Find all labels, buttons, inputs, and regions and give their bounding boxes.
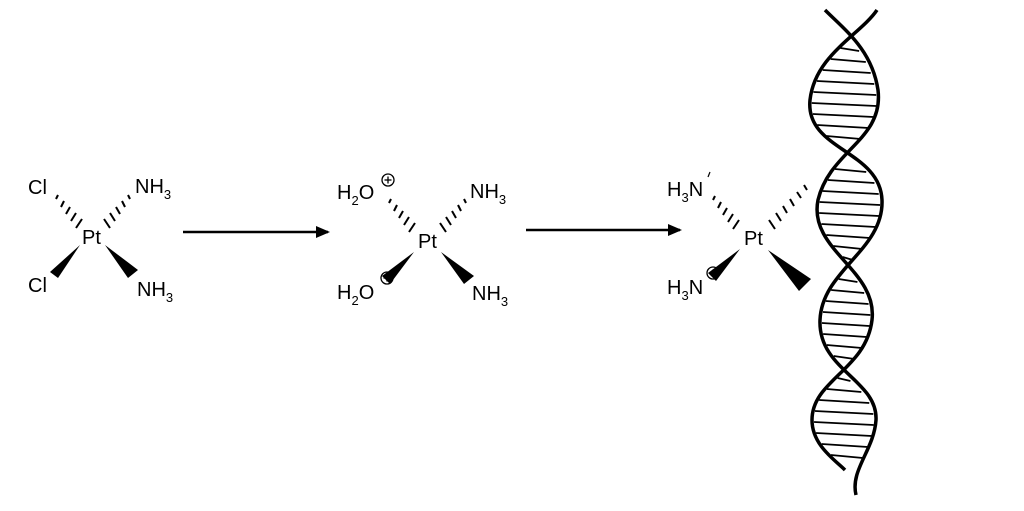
wedge-bond-lower-left-2 [382, 252, 414, 284]
base-pair-rung [811, 102, 877, 107]
base-pair-rung [825, 300, 869, 305]
base-pair-rung [814, 421, 874, 426]
hashed-bond-upper-left [55, 194, 83, 229]
base-pair-rung [831, 289, 865, 294]
base-pair-rung [826, 344, 863, 349]
aqua-ligand-upper: H2O [337, 182, 374, 208]
base-pair-rung [819, 212, 880, 217]
base-pair-rung [814, 410, 874, 415]
base-pair-rung [830, 454, 864, 459]
base-pair-rung [822, 190, 879, 195]
aquated-platinum-molecule: Pt H2O H2O NH3 [337, 173, 508, 309]
base-pair-rung [834, 168, 867, 173]
ammine-ligand-lower: NH3 [137, 279, 173, 305]
base-pair-rung [830, 58, 866, 63]
chloride-ligand-lower: Cl [28, 275, 47, 297]
platinum-center: Pt [82, 227, 101, 249]
dna-strand-b [808, 8, 884, 496]
base-pair-rung [816, 80, 875, 85]
ammine-ligand-lower-2: NH3 [472, 283, 508, 309]
base-pair-rung [837, 377, 851, 382]
base-pair-rung [838, 278, 858, 283]
base-pair-rung [823, 333, 867, 338]
ammine-ligand-upper-2: NH3 [470, 181, 506, 207]
base-pair-rung [819, 201, 881, 206]
base-pair-rung [827, 179, 875, 184]
base-pair-rung [833, 355, 855, 360]
base-pair-rung [822, 69, 871, 74]
wedge-bond-to-dna [768, 250, 811, 291]
positive-charge-icon [706, 266, 720, 280]
wedge-bond-lower-right [105, 245, 138, 278]
hashed-bond-upper-left-2 [388, 198, 416, 233]
base-pair-rung [821, 322, 870, 327]
ammine-ligand-upper: NH3 [135, 176, 171, 202]
base-pair-rung [812, 113, 874, 118]
hashed-bond-upper-right-2 [439, 198, 467, 233]
wedge-bond-lower-left [50, 245, 80, 278]
positive-charge-icon [380, 271, 394, 285]
positive-charge-icon [381, 173, 395, 187]
dna-double-helix-icon [808, 8, 884, 496]
hashed-bond-upper-left-3 [712, 195, 740, 230]
base-pair-rung [817, 124, 869, 129]
hashed-bond-upper-right [103, 194, 131, 229]
base-pair-rung [822, 311, 871, 316]
cisplatin-molecule: Pt Cl Cl NH3 NH3 [28, 176, 173, 305]
base-pair-rung [826, 388, 862, 393]
base-pair-rungs [811, 47, 881, 459]
hashed-bond-to-dna [768, 184, 808, 230]
base-pair-rung [815, 432, 872, 437]
base-pair-rung [813, 91, 877, 96]
nitrogen-tick-mark [707, 171, 711, 178]
base-pair-rung [826, 234, 871, 239]
base-pair-rung [819, 399, 870, 404]
platinum-center-2: Pt [418, 231, 437, 253]
ammine-ligand-lower-3: H3N [667, 277, 703, 303]
platinum-center-3: Pt [744, 228, 763, 250]
base-pair-rung [840, 47, 860, 52]
chloride-ligand-upper: Cl [28, 177, 47, 199]
dna-strand-a [810, 8, 881, 472]
base-pair-rung [833, 245, 863, 250]
aqua-ligand-lower: H2O [337, 282, 374, 308]
base-pair-rung [826, 135, 861, 140]
ammine-ligand-upper-3: H3N [667, 179, 703, 205]
base-pair-rung [821, 443, 869, 448]
base-pair-rung [821, 223, 876, 228]
platinum-dna-adduct: Pt H3N H3N [667, 171, 811, 303]
wedge-bond-lower-right-2 [441, 252, 474, 284]
